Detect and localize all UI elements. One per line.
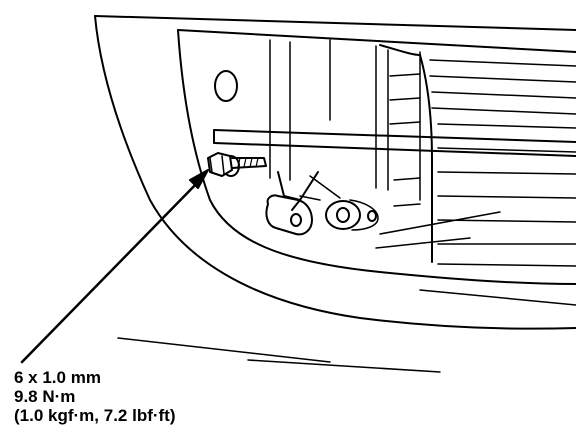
torque-nm-label: 9.8 N·m — [14, 387, 76, 406]
leader-arrow — [20, 169, 209, 364]
support-bar — [213, 129, 576, 157]
bolt — [207, 152, 267, 177]
body-panel — [94, 15, 576, 373]
bolt-size-label: 6 x 1.0 mm — [14, 368, 101, 387]
fog-light-hole — [214, 70, 238, 102]
grille — [269, 39, 576, 267]
grommet — [325, 200, 361, 230]
bracket — [265, 171, 379, 236]
torque-alt-label: (1.0 kgf·m, 7.2 lbf·ft) — [14, 406, 176, 425]
